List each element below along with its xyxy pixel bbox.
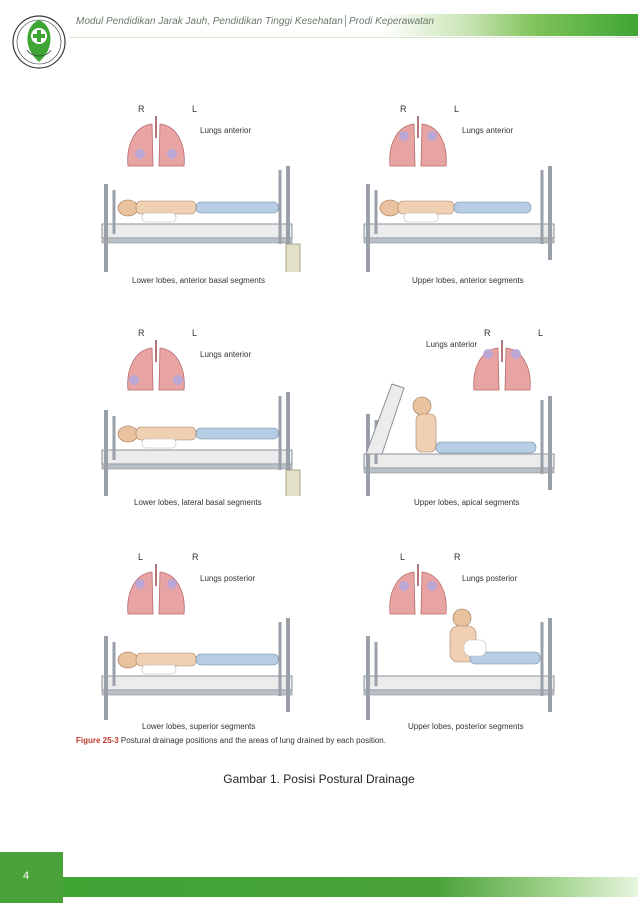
lung-side-left-label: R xyxy=(138,104,145,114)
lungs-illustration xyxy=(389,564,447,615)
lung-view-label: Lungs posterior xyxy=(200,574,256,583)
panel-lower-lateral-basal: R L Lungs anterior Lower lobes, lateral … xyxy=(90,320,330,520)
figure-number: Figure 25-3 xyxy=(76,736,119,745)
bed-illustration xyxy=(363,166,555,272)
panel-illustration xyxy=(363,116,555,272)
panel-illustration xyxy=(101,340,301,496)
lung-view-label: Lungs anterior xyxy=(462,126,514,135)
panel-lower-anterior-basal: R L Lungs anterior Lower lobes, anterior… xyxy=(90,96,330,296)
lung-side-left-label: R xyxy=(400,104,407,114)
lungs-illustration xyxy=(127,564,185,615)
panel-illustration xyxy=(363,340,555,496)
postural-drainage-figure: R L Lungs anterior Lower lobes, anterior… xyxy=(70,96,570,752)
lungs-illustration xyxy=(127,340,185,391)
lungs-illustration xyxy=(127,116,185,167)
lung-side-right-label: L xyxy=(538,328,544,338)
panel-illustration xyxy=(363,564,555,720)
lung-side-left-label: L xyxy=(400,552,406,562)
lung-side-right-label: L xyxy=(192,104,198,114)
panel-upper-anterior: R L Lungs anterior Upper lobes, anterior… xyxy=(352,96,592,296)
lung-view-label: Lungs anterior xyxy=(200,126,252,135)
lung-view-label: Lungs anterior xyxy=(426,340,478,349)
bed-block xyxy=(285,469,301,496)
panel-illustration xyxy=(101,564,293,720)
lung-side-right-label: L xyxy=(192,328,198,338)
lung-side-left-label: R xyxy=(138,328,145,338)
patient-illustration xyxy=(117,425,279,449)
lungs-illustration xyxy=(389,116,447,167)
figure-caption: Figure 25-3 Postural drainage positions … xyxy=(76,736,386,745)
panel-upper-posterior: L R Lungs posterior Upper lobes, posteri… xyxy=(352,544,592,744)
position-label: Lower lobes, superior segments xyxy=(142,722,256,731)
position-label: Upper lobes, posterior segments xyxy=(408,722,524,731)
bed-illustration xyxy=(101,618,293,720)
position-label: Lower lobes, anterior basal segments xyxy=(132,276,265,285)
lung-side-right-label: L xyxy=(454,104,460,114)
page-number: 4 xyxy=(22,870,30,882)
position-label: Upper lobes, apical segments xyxy=(414,498,520,507)
patient-illustration xyxy=(117,199,279,223)
lung-view-label: Lungs posterior xyxy=(462,574,518,583)
footer-bar xyxy=(63,877,638,897)
page-number-box xyxy=(0,852,63,903)
bed-backrest xyxy=(365,383,405,455)
lungs-illustration xyxy=(473,340,531,391)
position-label: Lower lobes, lateral basal segments xyxy=(134,498,262,507)
lung-view-label: Lungs anterior xyxy=(200,350,252,359)
panel-lower-superior: L R Lungs posterior Lower lobes, superio… xyxy=(90,544,330,744)
bakti-husada-logo xyxy=(10,6,68,76)
bed-illustration xyxy=(363,618,555,720)
position-label: Upper lobes, anterior segments xyxy=(412,276,524,285)
lung-side-left-label: R xyxy=(484,328,491,338)
patient-illustration xyxy=(379,199,532,223)
bed-block xyxy=(285,243,301,272)
bed-illustration xyxy=(101,392,293,496)
header-text: Modul Pendidikan Jarak Jauh, Pendidikan … xyxy=(76,16,435,27)
patient-illustration xyxy=(117,651,279,675)
header-bar xyxy=(70,14,638,36)
bed-illustration xyxy=(101,166,293,272)
lung-side-left-label: L xyxy=(138,552,144,562)
lung-side-right-label: R xyxy=(192,552,199,562)
panel-upper-apical: R L Lungs anterior Upper lobes, apical s… xyxy=(352,320,592,520)
panel-illustration xyxy=(101,116,301,272)
gambar-caption: Gambar 1. Posisi Postural Drainage xyxy=(223,772,415,786)
figure-caption-text: Postural drainage positions and the area… xyxy=(118,736,386,745)
lung-side-right-label: R xyxy=(454,552,461,562)
header-divider xyxy=(70,37,638,38)
